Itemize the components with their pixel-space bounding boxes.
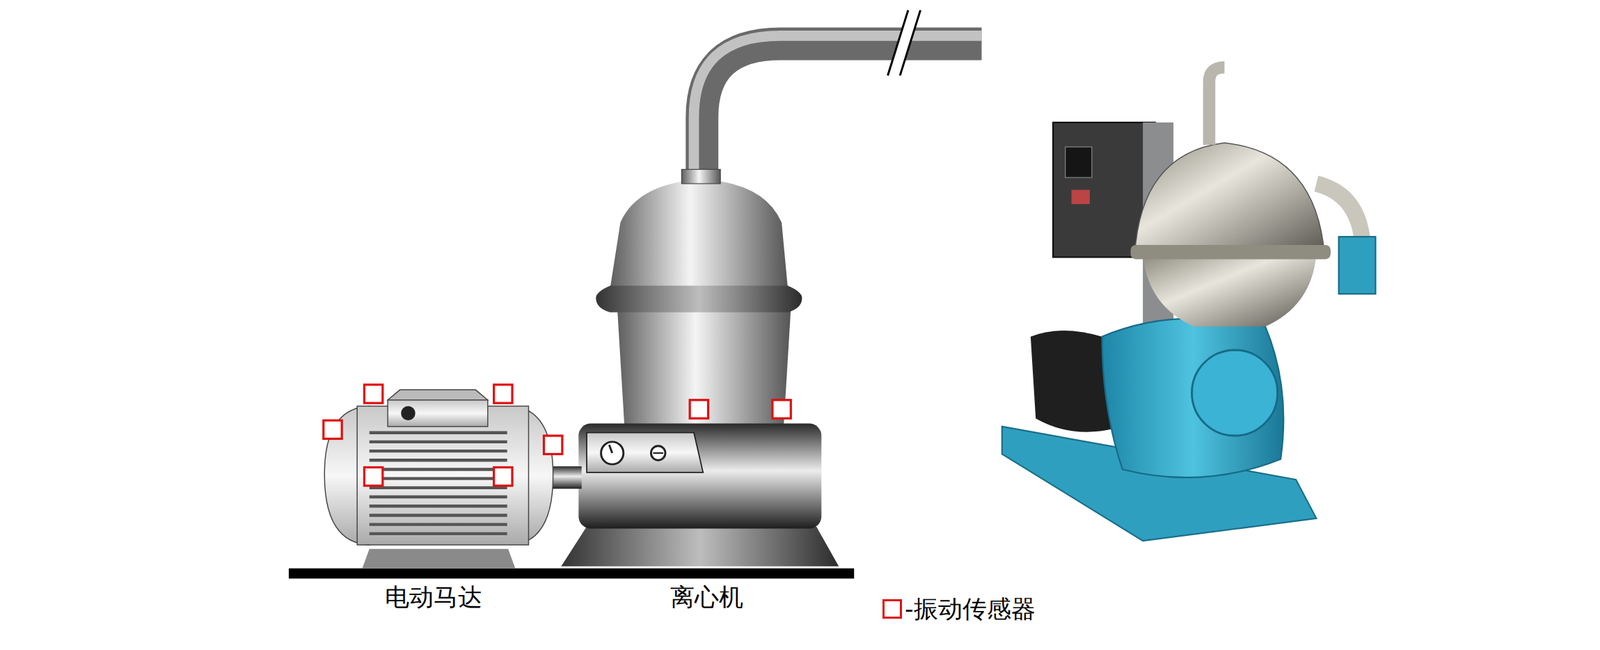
- fin: [369, 522, 508, 526]
- cooling-fins: [369, 432, 508, 534]
- photo-bowl-lower: [1142, 255, 1317, 328]
- sensor-marker: [363, 384, 383, 403]
- centrifuge: [560, 169, 839, 566]
- fin: [369, 449, 508, 453]
- photo-pipe: [1208, 67, 1225, 145]
- sensor-marker: [494, 384, 513, 403]
- photo-side-pipe: [1316, 183, 1362, 241]
- fin: [369, 495, 508, 499]
- control-panel: [586, 432, 703, 473]
- centrifuge-photo: [1002, 67, 1376, 541]
- gauge-needle: [652, 452, 664, 454]
- photo-housing: [1101, 318, 1284, 478]
- pipe-highlight: [693, 35, 982, 176]
- sensor-marker: [363, 467, 383, 486]
- bowl-lower: [617, 309, 791, 427]
- outlet-pipe: [693, 10, 982, 177]
- motor-feet: [362, 549, 516, 569]
- sensor-marker: [323, 420, 342, 439]
- fin: [369, 532, 508, 536]
- cable-gland: [400, 406, 416, 422]
- sensor-marker: [543, 435, 562, 454]
- fin: [369, 504, 508, 508]
- bowl-neck: [681, 169, 721, 184]
- centrifuge-feet: [560, 526, 839, 567]
- pipe-break: [888, 10, 921, 76]
- electric-motor: [324, 389, 582, 569]
- gauge: [650, 446, 666, 461]
- centrifuge-base: [578, 423, 822, 529]
- photo-junction-box: [1339, 236, 1376, 294]
- fin: [369, 513, 508, 517]
- photo-box-window: [1065, 146, 1092, 178]
- gauge-needle: [608, 444, 612, 454]
- fin: [369, 467, 508, 471]
- bowl-upper: [610, 181, 788, 288]
- pipe-body: [702, 43, 982, 176]
- sensor-marker: [494, 467, 513, 486]
- break-mark: [899, 10, 921, 76]
- ground-bar: [288, 568, 854, 580]
- fin: [369, 458, 508, 462]
- part-label: 电动马达: [384, 582, 483, 612]
- legend-row: -振动传感器: [882, 594, 1036, 624]
- photo-housing-cap: [1192, 350, 1278, 436]
- fin: [369, 430, 508, 434]
- terminal-box: [387, 400, 488, 427]
- vibration-sensors: [323, 384, 792, 486]
- legend-swatch: [882, 599, 902, 619]
- sensor-marker: [772, 400, 791, 419]
- photo-bowl-dome: [1134, 142, 1325, 255]
- fin: [369, 440, 508, 444]
- fin: [369, 486, 508, 490]
- legend-text: -振动传感器: [904, 594, 1036, 624]
- photo-box-label: [1071, 189, 1090, 205]
- sensor-marker: [689, 400, 708, 419]
- terminal-box-top: [387, 389, 488, 401]
- photo-bowl-rim: [1130, 244, 1331, 260]
- fin: [369, 476, 508, 480]
- bowl-band: [595, 286, 802, 313]
- part-label: 离心机: [670, 582, 744, 612]
- break-mark: [888, 10, 909, 76]
- gauge: [601, 441, 624, 465]
